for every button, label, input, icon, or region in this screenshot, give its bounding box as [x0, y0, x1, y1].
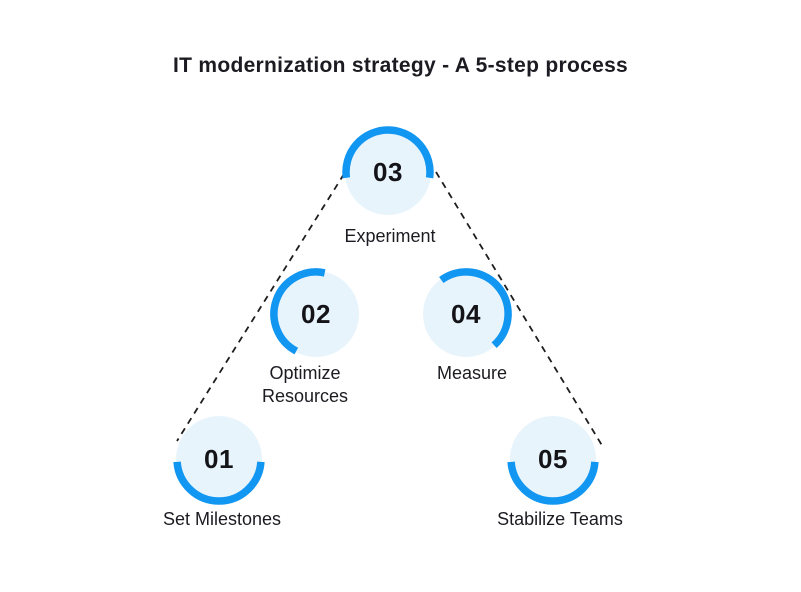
progress-arc-03: [342, 126, 434, 179]
step-label-set-milestones: Set Milestones: [162, 509, 282, 529]
step-label-stabilize-teams: Stabilize Teams: [497, 509, 623, 529]
step-number-03: 03: [373, 156, 403, 187]
step-number-02: 02: [301, 298, 331, 329]
step-label-optimize-resources: Optimize Resources: [261, 363, 349, 407]
progress-arc-04: [439, 268, 512, 348]
connector-line-left: [176, 173, 345, 442]
step-label-experiment: Experiment: [344, 226, 436, 246]
step-number-05: 05: [538, 443, 568, 474]
progress-arc-02: [270, 268, 326, 355]
progress-arc-01: [173, 461, 265, 505]
step-number-01: 01: [204, 443, 234, 474]
step-circle-02: [273, 271, 359, 357]
progress-arc-05: [507, 461, 599, 505]
step-circle-03: [345, 129, 431, 215]
step-circle-05: [510, 416, 596, 502]
step-circle-04: [423, 271, 509, 357]
connector-line-right: [435, 171, 604, 448]
step-number-04: 04: [451, 298, 481, 329]
diagram-title: IT modernization strategy - A 5-step pro…: [172, 54, 629, 77]
step-label-measure: Measure: [436, 363, 508, 383]
step-circle-01: [176, 416, 262, 502]
